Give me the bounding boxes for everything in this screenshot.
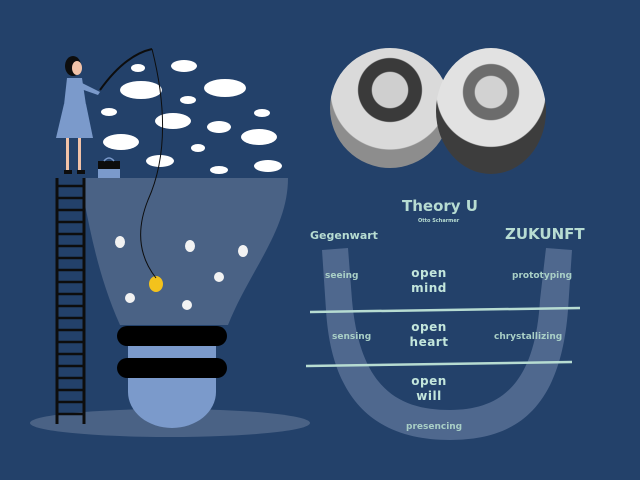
open-heart-line1: open — [411, 320, 447, 334]
open-will-line1: open — [411, 374, 447, 388]
portrait-right — [436, 48, 546, 174]
heading-gegenwart: Gegenwart — [310, 229, 378, 242]
illustration — [30, 48, 310, 437]
briefcase-icon — [98, 157, 120, 178]
ladder-icon — [55, 178, 86, 424]
woman-figure-icon — [56, 56, 100, 174]
idea-bulb-icon — [149, 276, 163, 292]
u-shape — [305, 248, 581, 440]
open-mind-line2: mind — [411, 281, 447, 295]
heading-zukunft: ZUKUNFT — [505, 225, 585, 243]
portrait-left — [330, 48, 450, 168]
open-heart: open heart — [404, 320, 454, 350]
open-mind-line1: open — [411, 266, 447, 280]
theory-title: Theory U — [402, 197, 478, 215]
fishing-rod-icon — [99, 48, 153, 91]
bulb-band-bottom — [117, 358, 227, 378]
open-will: open will — [404, 374, 454, 404]
theory-author: Otto Scharmer — [418, 218, 460, 224]
funnel-icon — [84, 178, 288, 325]
label-prototyping: prototyping — [512, 271, 573, 281]
label-seeing: seeing — [325, 271, 359, 281]
lightbulb-icon — [115, 236, 248, 310]
label-sensing: sensing — [332, 332, 372, 342]
divider-line-1 — [309, 306, 581, 314]
divider-line-2 — [305, 360, 573, 368]
bulb-band-top — [117, 326, 227, 346]
open-mind: open mind — [404, 266, 454, 296]
fishing-line — [140, 48, 164, 279]
open-will-line2: will — [416, 389, 442, 403]
open-heart-line2: heart — [409, 335, 449, 349]
cloud-icon — [101, 60, 282, 174]
label-chrystallizing: chrystallizing — [494, 332, 563, 342]
label-presencing: presencing — [406, 422, 463, 432]
